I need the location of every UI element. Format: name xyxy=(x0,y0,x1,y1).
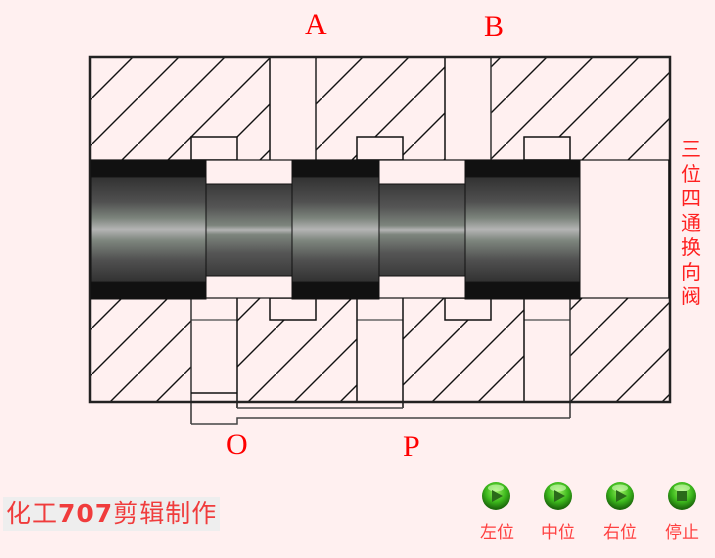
upper-body xyxy=(90,57,670,161)
title-char: 阀 xyxy=(681,284,701,308)
left-position-button[interactable] xyxy=(481,481,511,511)
title-char: 四 xyxy=(681,186,701,210)
stop-label[interactable]: 停止 xyxy=(665,523,699,543)
port-p-label: P xyxy=(403,430,420,463)
middle-position-label[interactable]: 中位 xyxy=(541,523,575,543)
port-o-label: O xyxy=(226,428,248,461)
right-position-label[interactable]: 右位 xyxy=(603,523,637,543)
credit-banner: 化工707剪辑制作 xyxy=(3,497,221,531)
stop-icon xyxy=(668,482,696,510)
title-char: 换 xyxy=(681,235,701,259)
stop-button[interactable] xyxy=(667,481,697,511)
play-icon xyxy=(482,482,510,510)
valve-body-outline xyxy=(88,55,672,404)
credit-number: 707 xyxy=(58,499,114,528)
port-b-label: B xyxy=(484,10,505,43)
credit-suffix: 剪辑制作 xyxy=(113,499,218,528)
spool xyxy=(90,159,581,300)
middle-position-button[interactable] xyxy=(543,481,573,511)
title-char: 位 xyxy=(681,161,701,186)
left-position-label[interactable]: 左位 xyxy=(480,523,514,543)
title-char: 通 xyxy=(681,210,701,235)
title-char: 向 xyxy=(681,259,701,284)
play-icon xyxy=(544,482,572,510)
title-char: 三 xyxy=(681,137,701,161)
port-a-label: A xyxy=(305,8,327,41)
right-position-button[interactable] xyxy=(605,481,635,511)
valve-title: 三 位 四 通 换 向 阀 xyxy=(679,137,703,309)
play-icon xyxy=(606,482,634,510)
credit-prefix: 化工 xyxy=(6,499,59,528)
lower-body xyxy=(90,297,670,425)
